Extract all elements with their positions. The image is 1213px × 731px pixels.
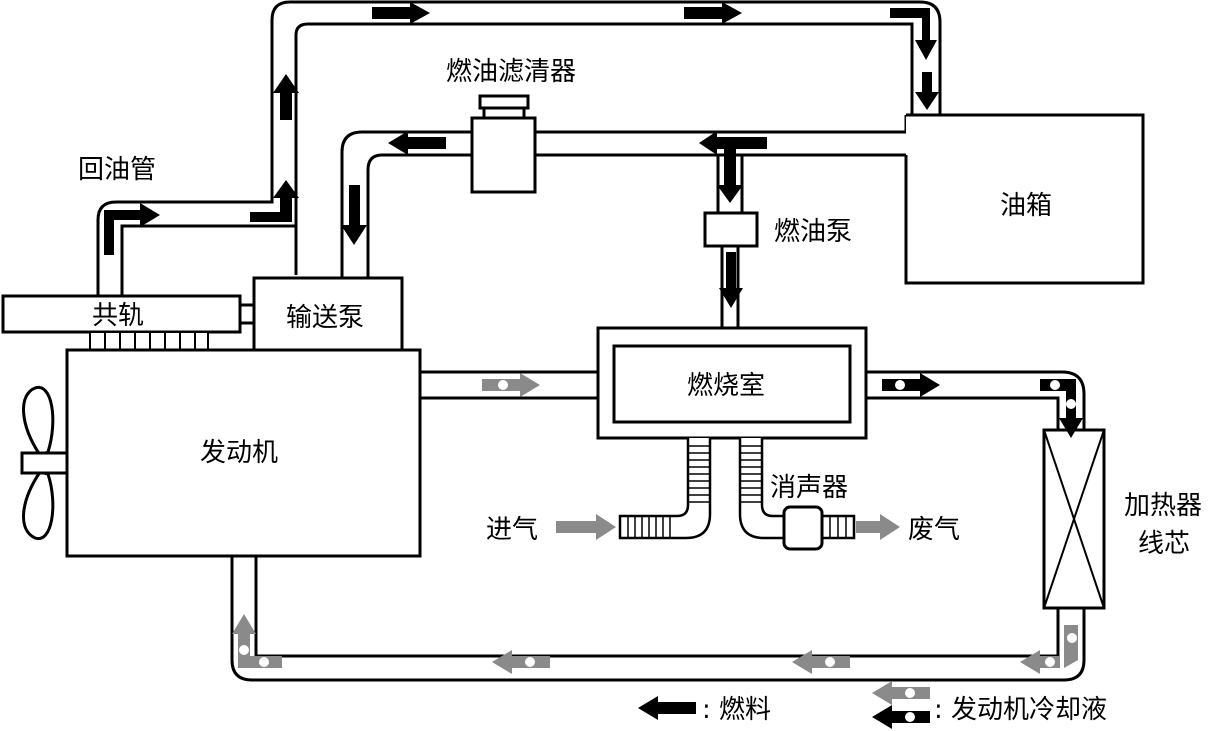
- fuel-arrow: [104, 203, 160, 255]
- return-pipe-outer: [96, 0, 942, 295]
- transfer-pump: [252, 276, 404, 352]
- legend-coolant-icon: [872, 681, 930, 729]
- return-pipe-inner: [120, 22, 914, 295]
- label-return-pipe: 回油管: [78, 155, 156, 185]
- coolant-loop-outer: [230, 370, 1086, 682]
- coolant-arrow: [792, 650, 850, 674]
- label-intake: 进气: [486, 515, 538, 545]
- label-muffler: 消声器: [770, 473, 848, 503]
- label-combustion-chamber: 燃烧室: [687, 371, 765, 401]
- legend-fuel-label: : 燃料: [702, 695, 771, 725]
- exhaust-arrow: [856, 514, 900, 540]
- label-fuel-tank: 油箱: [1000, 191, 1052, 221]
- fuel-arrow: [882, 373, 940, 397]
- label-exhaust: 废气: [908, 515, 960, 545]
- coolant-arrow: [492, 650, 550, 674]
- legend: : 燃料 : 发动机冷却液: [638, 681, 1107, 729]
- intake-duct: [618, 438, 712, 540]
- fuel-flow-arrows: [104, 2, 1083, 438]
- label-common-rail: 共轨: [92, 301, 144, 331]
- fuel-tank: [904, 113, 1145, 285]
- label-fuel-pump: 燃油泵: [774, 217, 852, 247]
- legend-fuel-icon: [638, 696, 696, 720]
- fuel-pump: [703, 211, 759, 248]
- label-transfer-pump: 输送泵: [286, 303, 364, 333]
- coolant-flow-arrows: [232, 373, 1078, 674]
- fuel-arrow: [1040, 379, 1083, 438]
- supply-pipe-inner: [366, 153, 906, 278]
- fuel-arrow: [684, 2, 742, 24]
- fuel-arrow: [341, 185, 367, 245]
- label-heater-core-2: 线芯: [1138, 529, 1190, 559]
- label-engine: 发动机: [200, 438, 278, 468]
- heater-core: [1042, 428, 1106, 610]
- fuel-arrow: [372, 2, 430, 24]
- coolant-arrow: [1020, 625, 1078, 674]
- label-fuel-filter: 燃油滤清器: [446, 57, 576, 87]
- fuel-arrow: [699, 131, 767, 203]
- intake-arrow: [556, 514, 616, 540]
- pump-branch-pipe: [716, 155, 744, 328]
- fuel-arrow: [250, 180, 299, 222]
- coolant-arrow: [232, 614, 256, 668]
- muffler: [782, 505, 824, 551]
- fuel-arrow: [273, 74, 299, 120]
- fuel-arrow: [388, 131, 446, 155]
- legend-coolant-label: : 发动机冷却液: [934, 695, 1107, 725]
- label-heater-core-1: 加热器: [1124, 491, 1202, 521]
- fuel-arrow: [915, 72, 939, 110]
- fan-icon: [20, 385, 69, 540]
- common-rail: [1, 294, 256, 353]
- coolant-arrow: [482, 373, 540, 397]
- fuel-filter: [470, 94, 537, 194]
- fuel-arrow: [890, 8, 937, 60]
- combustion-chamber: [596, 326, 868, 440]
- fuel-arrow: [719, 252, 743, 308]
